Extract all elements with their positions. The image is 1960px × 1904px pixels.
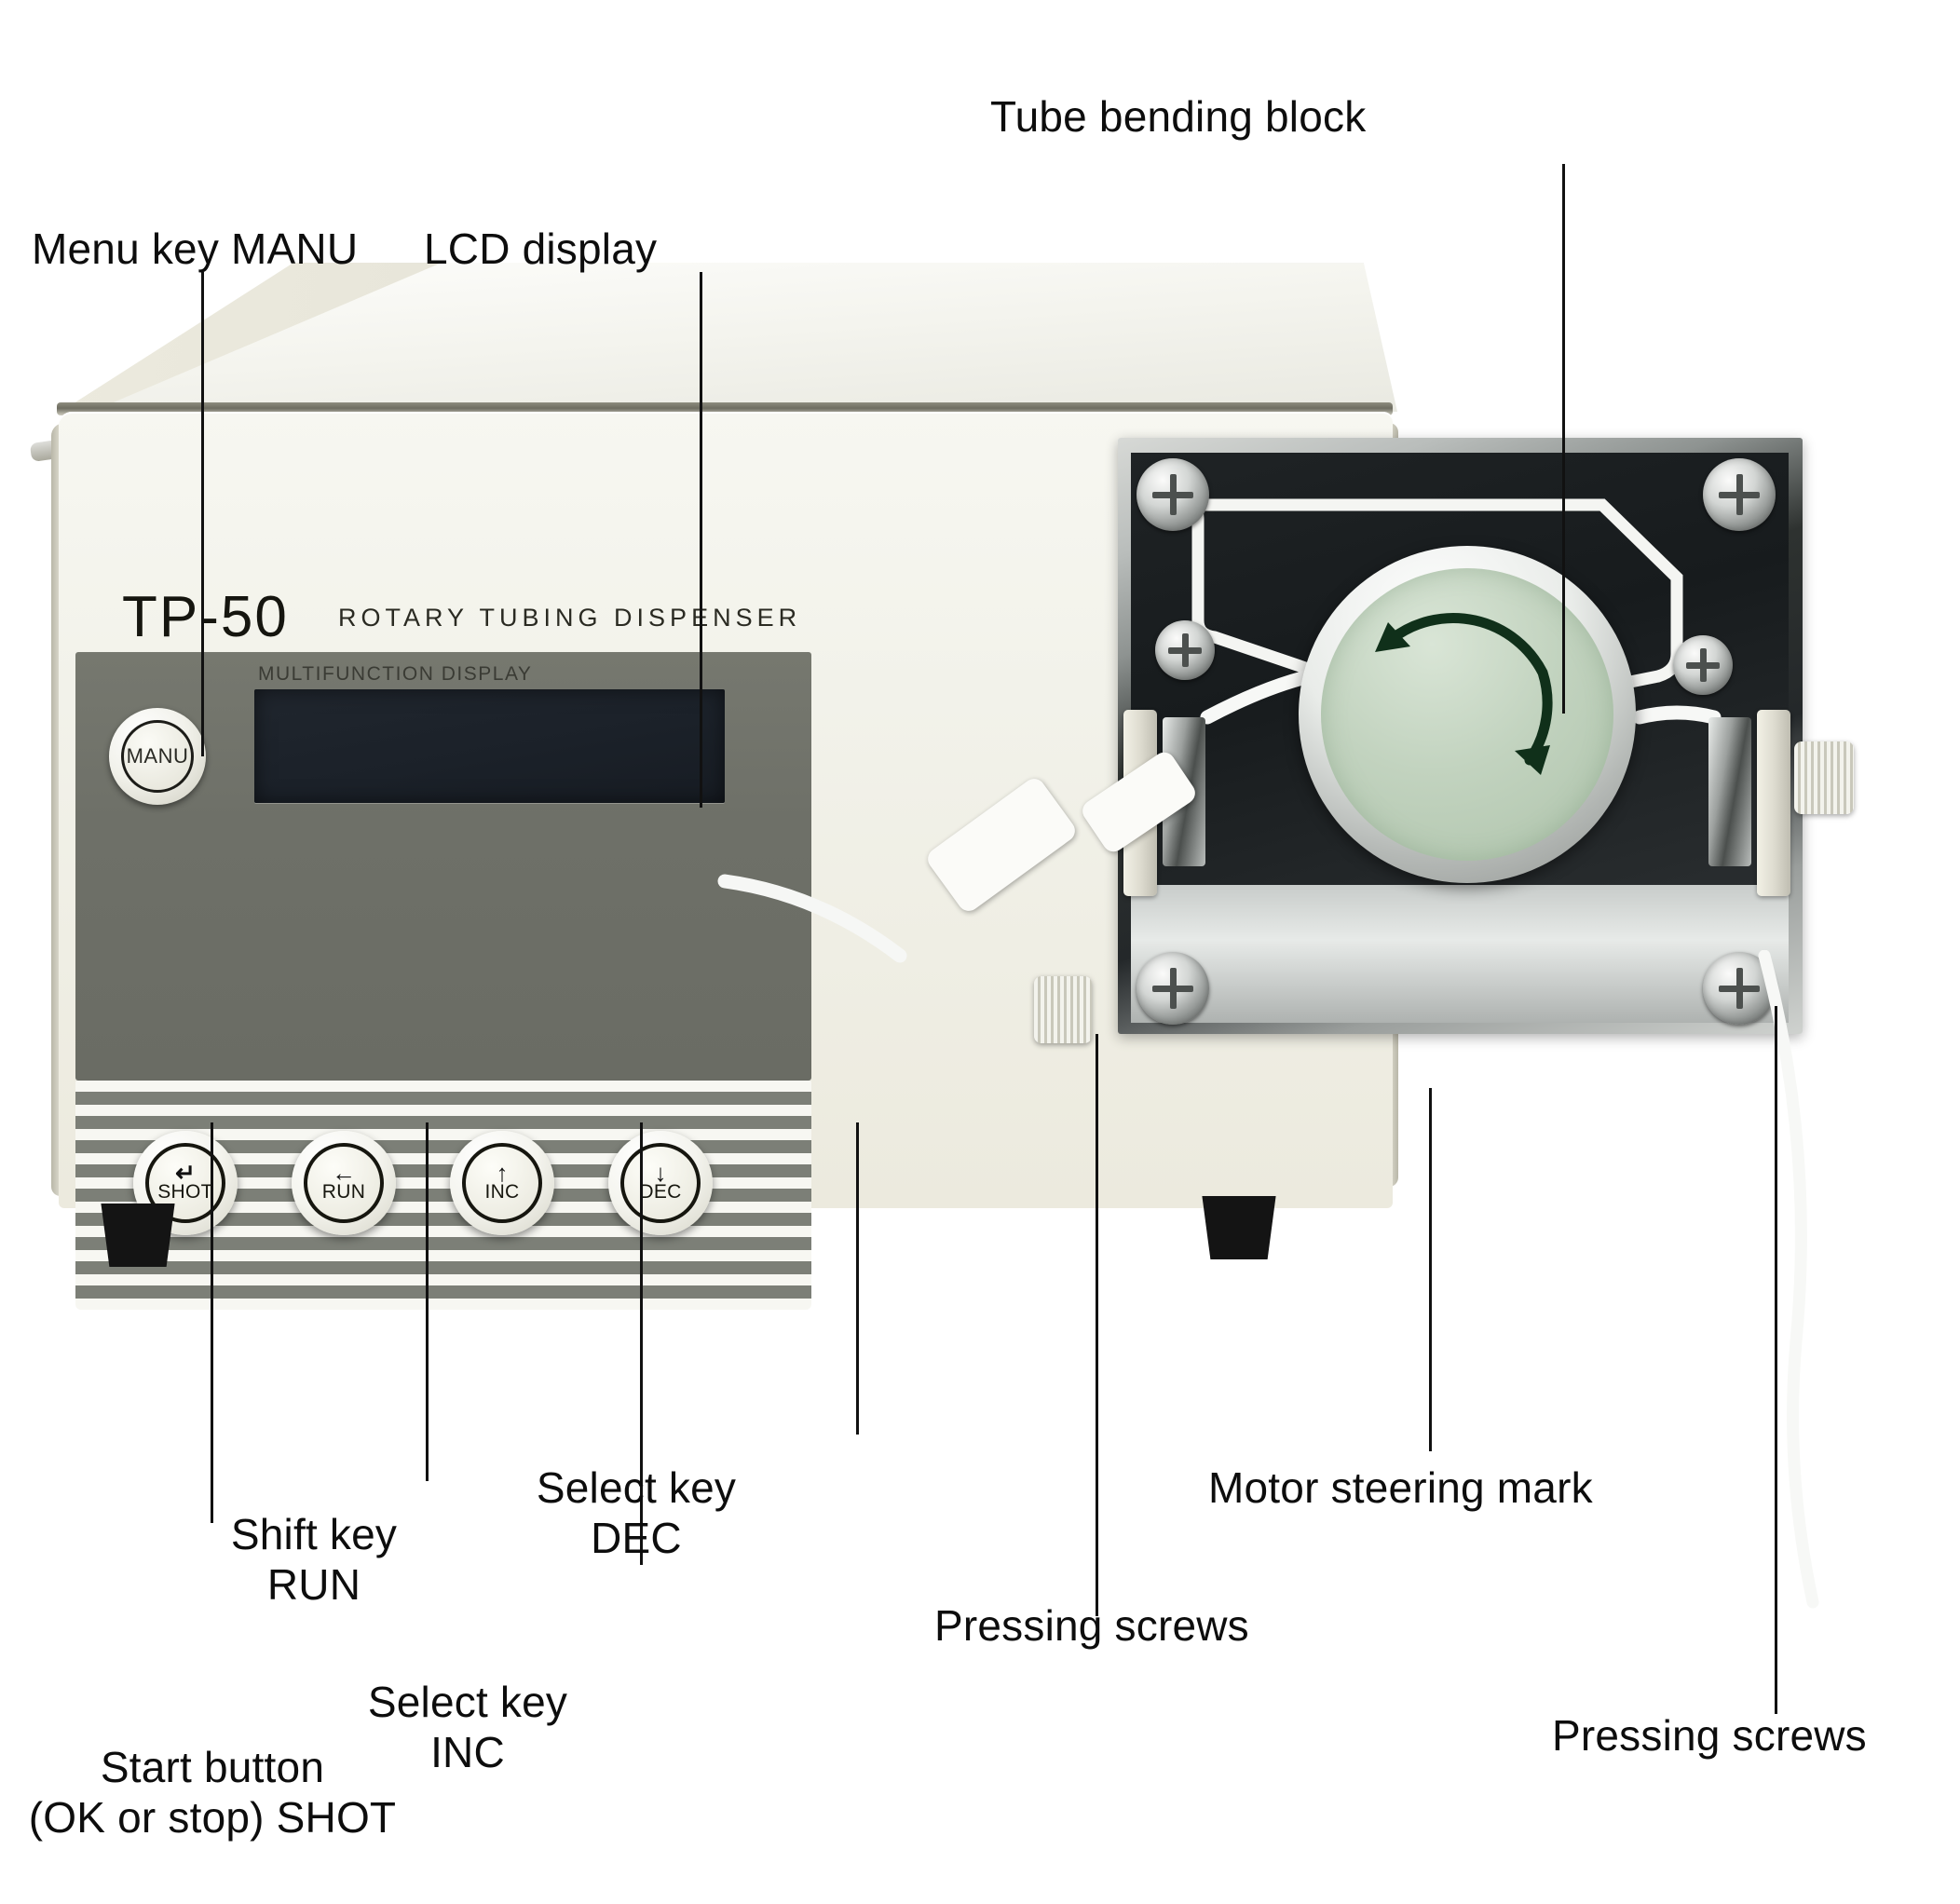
lcd-display <box>254 689 725 803</box>
down-arrow-icon: ↓ <box>654 1158 667 1187</box>
key-run[interactable]: ← RUN <box>292 1131 396 1235</box>
annotation-motor-steering-mark: Motor steering mark <box>1208 1463 1593 1512</box>
annotation-menu-key: Menu key MANU <box>32 224 359 273</box>
leader-menu-key <box>201 272 204 756</box>
phillips-screw-icon <box>1155 620 1215 680</box>
annotation-pressing-screws-right: Pressing screws <box>1552 1711 1867 1760</box>
leader-motor-mark <box>1429 1088 1432 1451</box>
return-tubing <box>1758 950 1819 1609</box>
key-dec[interactable]: ↓ DEC <box>608 1131 713 1235</box>
rotor-disc <box>1321 568 1613 861</box>
pressing-screw-bar-right[interactable] <box>1757 710 1790 896</box>
annotation-tube-bending-block: Tube bending block <box>990 92 1367 141</box>
control-panel: MULTIFUNCTION DISPLAY MANU <box>75 652 811 1081</box>
rotor-housing <box>1299 546 1636 883</box>
phillips-screw-icon <box>1137 952 1209 1025</box>
key-shot-label: SHOT <box>157 1180 213 1203</box>
key-inc-face: ↑ INC <box>462 1143 542 1223</box>
leader-lcd <box>700 272 702 808</box>
annotation-shift-key: Shift key RUN <box>230 1510 398 1610</box>
annotation-pressing-screws-left: Pressing screws <box>934 1601 1249 1650</box>
key-inc[interactable]: ↑ INC <box>450 1131 554 1235</box>
outlet-tubing <box>717 874 907 963</box>
pump-lower-plate <box>1131 885 1789 1023</box>
left-arrow-icon: ← <box>332 1158 356 1187</box>
up-arrow-icon: ↑ <box>496 1158 509 1187</box>
rubber-foot-left <box>101 1204 175 1267</box>
leader-pressing-screws-left <box>1096 1034 1098 1616</box>
phillips-screw-icon <box>1673 635 1733 695</box>
key-dec-label: DEC <box>639 1180 682 1203</box>
multifunction-display-label: MULTIFUNCTION DISPLAY <box>258 663 533 685</box>
menu-key-label: MANU <box>126 744 189 768</box>
annotation-start-button: Start button (OK or stop) SHOT <box>28 1743 397 1843</box>
rubber-foot-right <box>1202 1196 1276 1259</box>
key-run-face: ← RUN <box>304 1143 384 1223</box>
product-tagline: ROTARY TUBING DISPENSER <box>338 604 802 632</box>
leader-start-button <box>211 1122 213 1523</box>
phillips-screw-icon <box>1703 458 1776 531</box>
pressing-screw-knob-right[interactable] <box>1794 741 1854 814</box>
leader-pressing-screws-right <box>1775 1006 1777 1714</box>
key-dec-face: ↓ DEC <box>620 1143 701 1223</box>
tube-clamp-right <box>1708 717 1751 866</box>
leader-select-inc <box>640 1122 643 1565</box>
annotation-select-inc: Select key INC <box>367 1678 568 1777</box>
clockwise-rotation-arrow-icon <box>1375 613 1553 775</box>
leader-select-dec <box>856 1122 859 1435</box>
leader-shift-key <box>426 1122 429 1481</box>
menu-key-manu[interactable]: MANU <box>109 708 206 805</box>
menu-key-face: MANU <box>121 720 194 793</box>
annotation-select-dec: Select key DEC <box>536 1463 737 1563</box>
leader-tube-block <box>1562 164 1565 714</box>
annotation-lcd-display: LCD display <box>424 224 658 273</box>
enter-arrow-icon: ↵ <box>175 1158 196 1187</box>
peristaltic-pump-head <box>1118 438 1854 1053</box>
phillips-screw-icon <box>1137 458 1209 531</box>
key-run-label: RUN <box>321 1180 366 1203</box>
pressing-screw-knob-left[interactable] <box>1034 976 1092 1043</box>
keypad-panel: ↵ SHOT ← RUN ↑ INC <box>75 1081 811 1310</box>
key-inc-label: INC <box>484 1180 520 1203</box>
model-name: TP-50 <box>122 585 289 649</box>
